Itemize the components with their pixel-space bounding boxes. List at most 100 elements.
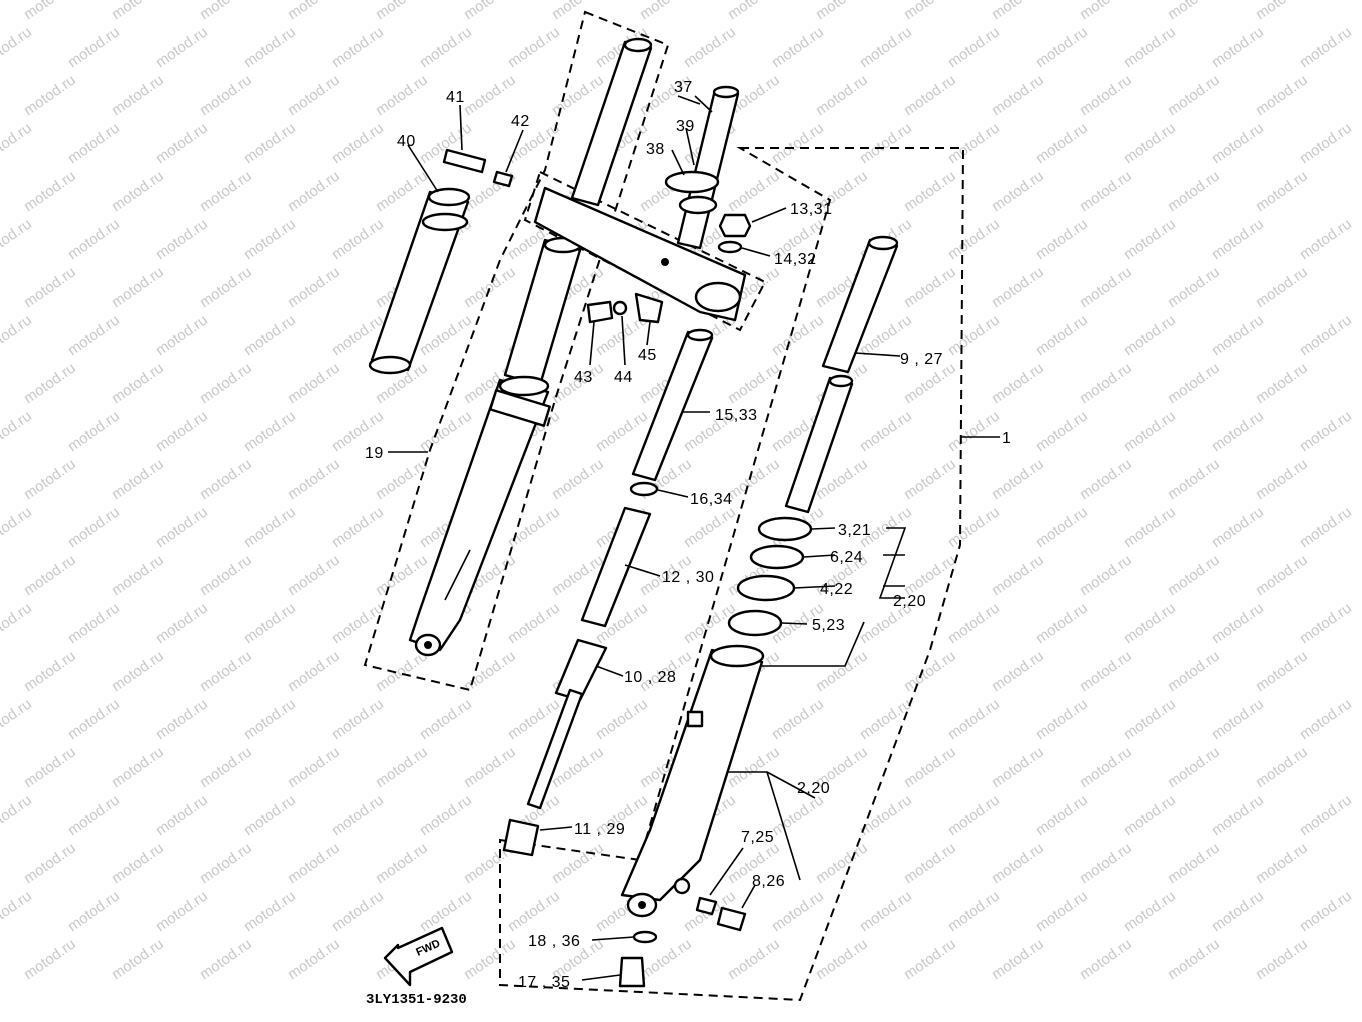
watermark-text: motod.ru [1253, 935, 1311, 983]
diagram-code: 3LY1351-9230 [366, 992, 467, 1008]
watermark-text: motod.ru [857, 407, 915, 455]
watermark-text: motod.ru [901, 935, 959, 983]
watermark-text: motod.ru [1165, 263, 1223, 311]
watermark-text: motod.ru [0, 407, 35, 455]
leader-lines [388, 95, 1000, 981]
watermark-text: motod.ru [505, 503, 563, 551]
watermark-text: motod.ru [1297, 23, 1355, 71]
watermark-text: motod.ru [945, 23, 1003, 71]
watermark-text: motod.ru [197, 935, 255, 983]
watermark-text: motod.ru [241, 215, 299, 263]
watermark-text: motod.ru [769, 887, 827, 935]
watermark-text: motod.ru [285, 0, 343, 23]
callout-37: 37 [674, 79, 693, 96]
watermark-text: motod.ru [21, 743, 79, 791]
watermark-text: motod.ru [1033, 311, 1091, 359]
watermark-text: motod.ru [945, 695, 1003, 743]
watermark-text: motod.ru [197, 647, 255, 695]
watermark-text: motod.ru [1253, 839, 1311, 887]
watermark-text: motod.ru [1077, 647, 1135, 695]
watermark-text: motod.ru [329, 215, 387, 263]
watermark-text: motod.ru [1077, 743, 1135, 791]
watermark-text: motod.ru [1209, 119, 1267, 167]
watermark-text: motod.ru [725, 167, 783, 215]
part-13-cap-bolt [718, 213, 752, 238]
watermark-text: motod.ru [989, 71, 1047, 119]
watermark-text: motod.ru [769, 695, 827, 743]
watermark-text: motod.ru [1077, 455, 1135, 503]
watermark-text: motod.ru [945, 599, 1003, 647]
watermark-text: motod.ru [1121, 791, 1179, 839]
watermark-text: motod.ru [0, 791, 35, 839]
part-10-rod [526, 688, 584, 810]
watermark-text: motod.ru [197, 359, 255, 407]
callout-41: 41 [446, 89, 465, 106]
part-4-washer [736, 574, 796, 602]
watermark-text: motod.ru [1033, 23, 1091, 71]
callout-16-34: 16,34 [690, 491, 733, 508]
watermark-text: motod.ru [329, 119, 387, 167]
watermark-text: motod.ru [285, 935, 343, 983]
watermark-text: motod.ru [1253, 263, 1311, 311]
watermark-text: motod.ru [65, 695, 123, 743]
watermark-text: motod.ru [813, 71, 871, 119]
watermark-text: motod.ru [1253, 647, 1311, 695]
watermark-text: motod.ru [1253, 551, 1311, 599]
watermark-text: motod.ru [1209, 215, 1267, 263]
watermark-text: motod.ru [241, 23, 299, 71]
watermark-text: motod.ru [549, 0, 607, 23]
watermark-text: motod.ru [241, 503, 299, 551]
watermark-text: motod.ru [21, 551, 79, 599]
right-outer-tube-drain-hole [673, 877, 691, 895]
watermark-text: motod.ru [1165, 551, 1223, 599]
watermark-text: motod.ru [549, 455, 607, 503]
part-9-spring-top [867, 235, 899, 251]
watermark-text: motod.ru [109, 359, 167, 407]
watermark-text: motod.ru [0, 695, 35, 743]
part-18-copper-washer [632, 930, 658, 944]
part-14-washer [717, 240, 743, 254]
watermark-text: motod.ru [65, 599, 123, 647]
watermark-text: motod.ru [109, 743, 167, 791]
watermark-text: motod.ru [153, 215, 211, 263]
watermark-text: motod.ru [197, 263, 255, 311]
watermark-text: motod.ru [329, 791, 387, 839]
part-44-washer [612, 300, 628, 316]
watermark-text: motod.ru [549, 71, 607, 119]
callout-10-28: 10 , 28 [624, 669, 676, 686]
watermark-text: motod.ru [1297, 311, 1355, 359]
watermark-text: motod.ru [241, 407, 299, 455]
watermark-text: motod.ru [21, 935, 79, 983]
watermark-text: motod.ru [505, 23, 563, 71]
watermark-text: motod.ru [109, 935, 167, 983]
under-bracket-body [533, 186, 747, 322]
watermark-text: motod.ru [989, 455, 1047, 503]
left-fork-contour [444, 549, 471, 601]
watermark-text: motod.ru [21, 0, 79, 23]
watermark-text: motod.ru [1165, 167, 1223, 215]
watermark-text: motod.ru [857, 119, 915, 167]
watermark-text: motod.ru [461, 647, 519, 695]
watermark-text: motod.ru [1165, 359, 1223, 407]
callout-3-21: 3,21 [838, 522, 871, 539]
watermark-text: motod.ru [197, 839, 255, 887]
watermark-text: motod.ru [989, 551, 1047, 599]
dust-boot-top-ring [427, 187, 471, 207]
watermark-text: motod.ru [1077, 263, 1135, 311]
part-5-bushing [727, 609, 783, 637]
watermark-text: motod.ru [241, 791, 299, 839]
watermark-text: motod.ru [417, 23, 475, 71]
watermark-text: motod.ru [285, 839, 343, 887]
watermark-text: motod.ru [65, 791, 123, 839]
watermark-text: motod.ru [857, 887, 915, 935]
callout-17-35: 17 , 35 [518, 974, 570, 991]
callout-5-23: 5,23 [812, 617, 845, 634]
watermark-text: motod.ru [1033, 503, 1091, 551]
part-39-race [678, 195, 718, 215]
watermark-text: motod.ru [901, 743, 959, 791]
watermark-text: motod.ru [329, 23, 387, 71]
left-fork-assembly [408, 37, 653, 657]
watermark-text: motod.ru [901, 0, 959, 23]
part-17-bolt [618, 956, 646, 988]
watermark-text: motod.ru [901, 263, 959, 311]
